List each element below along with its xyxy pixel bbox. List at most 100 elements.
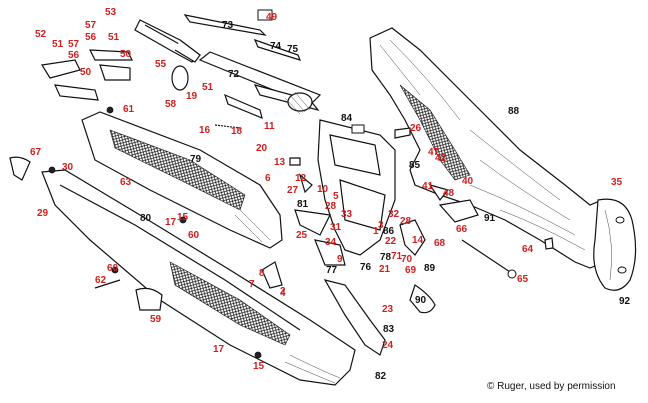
buttplate-part — [593, 198, 637, 291]
label-66: 66 — [456, 224, 468, 235]
label-2: 2 — [280, 286, 286, 297]
label-70: 70 — [401, 254, 413, 265]
buttstock-part — [369, 27, 609, 269]
lower-forend-part — [41, 169, 356, 386]
label-80: 80 — [140, 213, 152, 224]
label-16: 16 — [199, 125, 211, 136]
label-59: 59 — [150, 314, 162, 325]
barrel-group — [134, 9, 322, 115]
label-31: 31 — [330, 222, 342, 233]
label-91: 91 — [484, 213, 496, 224]
part-labels: 53 49 73 52 57 56 51 51 57 56 50 50 74 7… — [30, 7, 631, 382]
label-85: 85 — [409, 160, 421, 171]
label-40: 40 — [462, 176, 474, 187]
label-30: 30 — [62, 162, 74, 173]
label-47: 47 — [428, 147, 440, 158]
label-32: 32 — [388, 209, 400, 220]
label-15: 15 — [253, 361, 265, 372]
label-51: 51 — [108, 32, 120, 43]
label-76: 76 — [360, 262, 372, 273]
label-82: 82 — [375, 371, 387, 382]
label-50: 50 — [80, 67, 92, 78]
label-20: 20 — [256, 143, 268, 154]
label-52: 52 — [35, 29, 47, 40]
label-57: 57 — [68, 39, 80, 50]
label-60: 60 — [188, 230, 200, 241]
label-62: 62 — [95, 275, 107, 286]
label-71: 71 — [391, 251, 403, 262]
label-65: 65 — [517, 274, 529, 285]
label-74: 74 — [270, 41, 282, 52]
label-22: 22 — [385, 236, 397, 247]
label-29: 29 — [37, 208, 49, 219]
label-58: 58 — [165, 99, 177, 110]
label-84: 84 — [341, 113, 353, 124]
label-4: 4 — [280, 288, 286, 299]
label-67: 67 — [30, 147, 42, 158]
label-42: 42 — [435, 153, 447, 164]
label-89: 89 — [424, 263, 436, 274]
label-34: 34 — [325, 237, 337, 248]
label-17: 17 — [165, 217, 177, 228]
label-8: 8 — [259, 268, 265, 279]
label-35: 35 — [611, 177, 623, 188]
label-60: 60 — [107, 263, 119, 274]
label-78: 78 — [380, 252, 392, 263]
label-21: 21 — [379, 264, 391, 275]
label-48: 48 — [443, 188, 455, 199]
label-49: 49 — [266, 12, 278, 23]
label-18: 18 — [231, 126, 243, 137]
label-64: 64 — [522, 244, 534, 255]
receiver-part — [317, 119, 396, 256]
label-41: 41 — [422, 181, 434, 192]
label-5: 5 — [333, 191, 339, 202]
label-79: 79 — [190, 154, 202, 165]
label-13: 13 — [274, 157, 286, 168]
label-50: 50 — [120, 49, 132, 60]
label-57: 57 — [85, 20, 97, 31]
label-12: 12 — [295, 173, 307, 184]
label-51: 51 — [202, 82, 214, 93]
label-83: 83 — [383, 324, 395, 335]
label-77: 77 — [326, 265, 338, 276]
label-14: 14 — [412, 235, 424, 246]
label-72: 72 — [228, 69, 240, 80]
label-81: 81 — [297, 199, 309, 210]
label-88: 88 — [508, 106, 520, 117]
label-15: 15 — [177, 212, 189, 223]
label-25: 25 — [296, 230, 308, 241]
label-3: 3 — [378, 220, 384, 231]
label-90: 90 — [415, 295, 427, 306]
label-55: 55 — [155, 59, 167, 70]
label-1: 1 — [373, 226, 379, 237]
label-63: 63 — [120, 177, 132, 188]
label-28: 28 — [325, 201, 337, 212]
label-10: 10 — [317, 184, 329, 195]
label-27: 27 — [287, 185, 299, 196]
label-73: 73 — [222, 20, 234, 31]
label-28: 28 — [400, 216, 412, 227]
label-9: 9 — [337, 254, 343, 265]
label-69: 69 — [405, 265, 417, 276]
label-23: 23 — [382, 304, 394, 315]
small-parts — [9, 49, 554, 359]
label-26: 26 — [410, 123, 422, 134]
label-92: 92 — [619, 296, 631, 307]
copyright-notice: © Ruger, used by permission — [487, 381, 616, 392]
label-68: 68 — [434, 238, 446, 249]
label-61: 61 — [123, 104, 135, 115]
label-19: 19 — [186, 91, 198, 102]
label-86: 86 — [383, 226, 395, 237]
label-6: 6 — [265, 173, 271, 184]
label-56: 56 — [68, 50, 80, 61]
label-11: 11 — [264, 121, 275, 132]
label-51: 51 — [52, 39, 64, 50]
label-53: 53 — [105, 7, 117, 18]
label-33: 33 — [341, 209, 353, 220]
forend-part — [81, 111, 283, 249]
label-7: 7 — [249, 279, 255, 290]
label-17: 17 — [213, 344, 225, 355]
label-75: 75 — [287, 44, 299, 55]
label-56: 56 — [85, 32, 97, 43]
